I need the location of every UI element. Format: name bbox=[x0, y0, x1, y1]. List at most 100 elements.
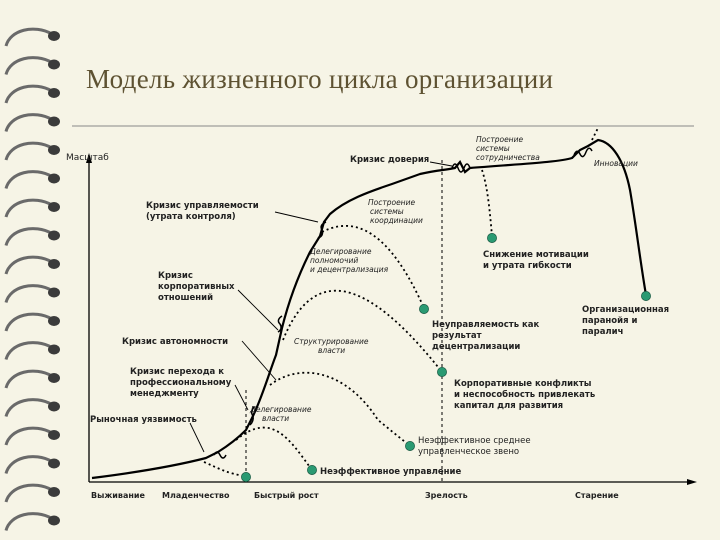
binding-ring bbox=[4, 455, 53, 475]
stage-survival: Выживание bbox=[91, 491, 145, 500]
binding-hole bbox=[48, 145, 60, 155]
x-axis-arrow bbox=[687, 479, 697, 485]
crisis-squiggle bbox=[249, 406, 255, 426]
binding-ring bbox=[4, 84, 53, 104]
life-cycle-curve bbox=[91, 138, 648, 480]
binding-hole bbox=[48, 88, 60, 98]
binding-hole bbox=[48, 344, 60, 355]
outcome-dot bbox=[641, 291, 651, 301]
crisis-squiggle bbox=[277, 315, 283, 333]
crisis-squiggle bbox=[213, 451, 227, 459]
solution-cooperation-line3: сотрудничества bbox=[476, 153, 540, 162]
binding-hole bbox=[48, 287, 60, 298]
binding-hole bbox=[48, 230, 60, 241]
binding-ring bbox=[4, 27, 53, 47]
stage-infancy: Младенчество bbox=[162, 491, 230, 500]
binding-hole bbox=[48, 59, 60, 70]
solution-delegation-line1: Делегирование bbox=[249, 405, 312, 414]
binding-ring bbox=[4, 170, 53, 190]
crisis-squiggle bbox=[451, 163, 471, 173]
binding-ring bbox=[4, 483, 53, 503]
crisis-market-vulnerability: Рыночная уязвимость bbox=[90, 415, 197, 425]
binding-hole bbox=[48, 116, 60, 127]
stage-aging: Старение bbox=[575, 491, 619, 500]
branch-motivation bbox=[481, 169, 493, 237]
outcome-dot bbox=[307, 465, 317, 475]
leader-transition bbox=[234, 384, 249, 411]
solution-cooperation-line2: системы bbox=[476, 144, 510, 153]
binding-hole bbox=[48, 31, 60, 41]
crisis-manageability-line1: Кризис управляемости bbox=[146, 201, 259, 211]
solution-structuring-line2: власти bbox=[318, 346, 345, 355]
spiral-binding bbox=[4, 27, 60, 532]
solution-decentral-line3: и децентрализация bbox=[310, 265, 389, 274]
branch-middle-mgmt bbox=[269, 371, 411, 447]
y-axis-arrow bbox=[86, 153, 92, 163]
solution-structuring-line1: Структурирование bbox=[294, 337, 369, 346]
solution-coordination-line2: системы bbox=[370, 207, 404, 216]
stage-maturity: Зрелость bbox=[425, 491, 468, 500]
binding-ring bbox=[4, 369, 53, 389]
outcome-conflicts-line1: Корпоративные конфликты bbox=[454, 379, 591, 389]
binding-ring bbox=[4, 312, 53, 332]
binding-ring bbox=[4, 113, 53, 133]
branch-unmanageable bbox=[321, 225, 425, 309]
binding-ring bbox=[4, 255, 53, 275]
leader-autonomy bbox=[241, 340, 277, 381]
crisis-transition-line1: Кризис перехода к bbox=[130, 367, 224, 377]
outcome-dot bbox=[241, 472, 251, 482]
stage-rapid-growth: Быстрый рост bbox=[254, 491, 319, 500]
crisis-manageability-line2: (утрата контроля) bbox=[146, 212, 236, 222]
outcome-unmanageable-line1: Неуправляемость как bbox=[432, 320, 540, 330]
binding-ring bbox=[4, 426, 53, 446]
outcome-paranoia-line3: паралич bbox=[582, 327, 623, 337]
binding-hole bbox=[48, 259, 60, 269]
solution-decentral-line2: полномочий bbox=[310, 256, 358, 265]
outcome-dot bbox=[405, 441, 415, 451]
binding-hole bbox=[48, 316, 60, 326]
outcome-middle-line2: управленческое звено bbox=[418, 447, 519, 457]
outcome-ineffective-management: Неэффективное управление bbox=[320, 467, 461, 477]
binding-ring bbox=[4, 56, 53, 76]
binding-hole bbox=[48, 487, 60, 497]
binding-hole bbox=[48, 430, 60, 440]
solution-cooperation-line1: Построение bbox=[476, 135, 523, 144]
outcome-conflicts-line3: капитал для развития bbox=[454, 401, 563, 411]
binding-hole bbox=[48, 173, 60, 184]
slide-title: Модель жизненного цикла организации bbox=[86, 64, 554, 94]
outcome-motivation-line1: Снижение мотивации bbox=[483, 250, 589, 260]
solution-coordination-line1: Построение bbox=[368, 198, 415, 207]
solution-coordination-line3: координации bbox=[370, 216, 423, 225]
solution-decentral-line1: Делегирование bbox=[309, 247, 372, 256]
branch-conflicts bbox=[282, 290, 443, 373]
crisis-trust: Кризис доверия bbox=[350, 155, 429, 165]
binding-hole bbox=[48, 458, 60, 469]
crisis-corporate-line3: отношений bbox=[158, 293, 213, 303]
binding-hole bbox=[48, 401, 60, 412]
outcome-paranoia-line1: Организационная bbox=[582, 305, 669, 315]
solution-innovation: Инновации bbox=[594, 159, 638, 168]
binding-ring bbox=[4, 141, 53, 161]
binding-hole bbox=[48, 202, 60, 212]
binding-ring bbox=[4, 512, 53, 532]
binding-ring bbox=[4, 341, 53, 361]
outcome-unmanageable-line3: децентрализации bbox=[432, 342, 520, 352]
crisis-squiggle bbox=[573, 147, 593, 158]
branch-innovation bbox=[591, 127, 599, 141]
crisis-corporate-line1: Кризис bbox=[158, 271, 193, 281]
leader-trust bbox=[429, 161, 453, 167]
y-axis-label: Масштаб bbox=[66, 153, 109, 163]
outcome-motivation-line2: и утрата гибкости bbox=[483, 260, 572, 271]
binding-ring bbox=[4, 227, 53, 247]
outcome-dot bbox=[487, 233, 497, 243]
crisis-squiggle bbox=[317, 221, 327, 239]
leader-corporate bbox=[237, 289, 279, 331]
outcome-dot bbox=[437, 367, 447, 377]
outcome-unmanageable-line2: результат bbox=[432, 331, 482, 341]
crisis-corporate-line2: корпоративных bbox=[158, 282, 235, 292]
outcome-dot bbox=[419, 304, 429, 314]
outcome-middle-line1: Неэффективное среднее bbox=[418, 436, 531, 446]
branch-infancy bbox=[203, 461, 247, 477]
